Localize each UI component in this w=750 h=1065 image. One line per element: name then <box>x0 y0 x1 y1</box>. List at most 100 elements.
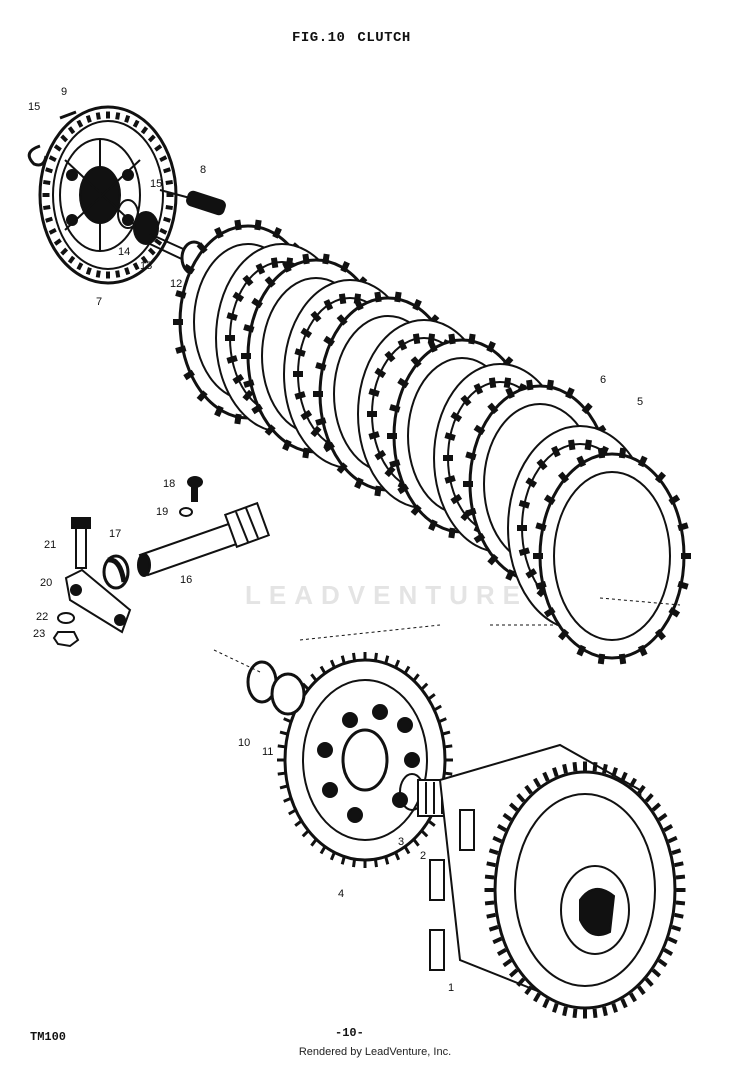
callout-19: 19 <box>156 506 169 518</box>
callout-11: 11 <box>262 746 274 758</box>
plate-outer-tab <box>315 362 327 371</box>
plate-inner-tooth <box>300 327 313 339</box>
plate-outer-tab <box>463 481 473 487</box>
gear-tooth <box>592 1008 598 1019</box>
gear-tooth <box>283 717 292 724</box>
callout-20: 20 <box>40 577 53 589</box>
gear-tooth <box>384 655 390 664</box>
callout-16: 16 <box>180 574 193 586</box>
plate-inner-tooth <box>294 348 306 357</box>
gear-tooth <box>657 958 668 968</box>
plate-outer-tab <box>336 314 348 326</box>
plate-outer-tab <box>557 471 570 484</box>
gear-tooth <box>671 848 682 855</box>
gear-tooth <box>85 267 92 276</box>
callout-15: 15 <box>28 101 41 113</box>
gear-tooth <box>444 744 453 749</box>
plate-outer-tab <box>264 276 276 288</box>
plate-outer-tab <box>241 353 251 359</box>
plate-inner-tooth <box>368 388 380 397</box>
gear-tooth <box>301 829 310 838</box>
plate-outer-tab <box>543 606 556 618</box>
plate-outer-tab <box>565 387 575 399</box>
gear-tooth <box>147 134 156 143</box>
plate-outer-tab <box>535 522 547 531</box>
gear-tooth <box>412 673 420 682</box>
gear-tooth <box>165 204 174 211</box>
release-lever <box>52 517 132 648</box>
gear-tooth <box>403 665 411 675</box>
gear-tooth <box>542 998 550 1009</box>
plate-outer-tab <box>677 581 689 590</box>
callout-13: 13 <box>140 260 153 272</box>
gear-tooth <box>363 860 367 868</box>
plate-outer-tab <box>243 379 255 388</box>
gear-tooth <box>644 977 654 987</box>
callout-6: 6 <box>600 374 607 386</box>
gear-tooth <box>420 682 429 691</box>
callout-4: 4 <box>338 888 345 900</box>
plate-outer-tab <box>302 253 310 265</box>
gear-tooth <box>657 812 668 822</box>
gear-tooth <box>163 216 171 223</box>
plate-outer-tab <box>465 507 477 517</box>
gear-tooth <box>140 126 149 135</box>
plate-outer-tab <box>487 553 499 566</box>
plate-outer-tab <box>251 403 263 415</box>
gear-tooth <box>445 758 453 762</box>
gear-tooth <box>42 204 51 211</box>
gear-tooth <box>154 238 163 246</box>
plate-inner-tooth <box>368 431 380 440</box>
gear-tooth <box>427 693 436 701</box>
gear-tooth <box>552 1003 559 1013</box>
pressure-plate <box>38 105 178 285</box>
gear-tooth <box>115 270 121 278</box>
plate-inner-tooth <box>232 373 245 385</box>
gear-tooth <box>132 262 140 271</box>
plate-outer-tab <box>183 369 195 381</box>
plate-outer-tab <box>412 299 422 311</box>
plate-outer-tab <box>214 227 224 239</box>
gear-tooth <box>115 112 121 120</box>
gear-tooth <box>629 992 637 1003</box>
gear-tooth <box>60 134 69 143</box>
pin <box>59 110 77 120</box>
plate-outer-tab <box>251 297 263 309</box>
gear-tooth <box>106 271 110 279</box>
plate-inner-tooth <box>374 367 387 379</box>
gear-tooth <box>671 925 682 932</box>
gear-tooth <box>486 861 496 868</box>
gear-tooth <box>279 730 289 736</box>
callout-21: 21 <box>44 539 57 551</box>
gear-tooth <box>394 851 401 861</box>
plate-inner-tooth <box>444 475 456 484</box>
gear-tooth <box>674 912 684 919</box>
plate-outer-tab <box>486 341 496 353</box>
plate-outer-tab <box>533 553 543 559</box>
plate-inner-tooth <box>488 377 497 389</box>
plate-inner-tooth <box>226 312 238 321</box>
plate-outer-tab <box>389 459 401 468</box>
gear-tooth <box>533 777 541 788</box>
gear-tooth <box>67 126 76 135</box>
callout-3: 3 <box>398 836 405 848</box>
plate-outer-tab <box>389 404 401 413</box>
gear-tooth <box>620 998 628 1009</box>
plate-inner-tooth <box>536 458 548 471</box>
gear-tooth <box>76 262 84 271</box>
callout-15-b: 15 <box>150 178 163 190</box>
gear-tooth <box>412 838 420 847</box>
gear-tooth <box>124 267 131 276</box>
plate-outer-tab <box>272 227 282 239</box>
gear-tooth <box>524 784 533 795</box>
plate-outer-tab <box>473 424 486 436</box>
gear-tooth <box>340 655 346 664</box>
watermark-text: LEADVENTURE <box>245 580 529 610</box>
gear-tooth <box>124 114 131 123</box>
plate-outer-tab <box>546 379 554 391</box>
gear-tooth <box>319 665 327 675</box>
gear-tooth <box>159 227 168 235</box>
page-number: -10- <box>335 1026 364 1040</box>
callout-2: 2 <box>420 850 427 862</box>
plate-outer-tab <box>234 413 242 425</box>
